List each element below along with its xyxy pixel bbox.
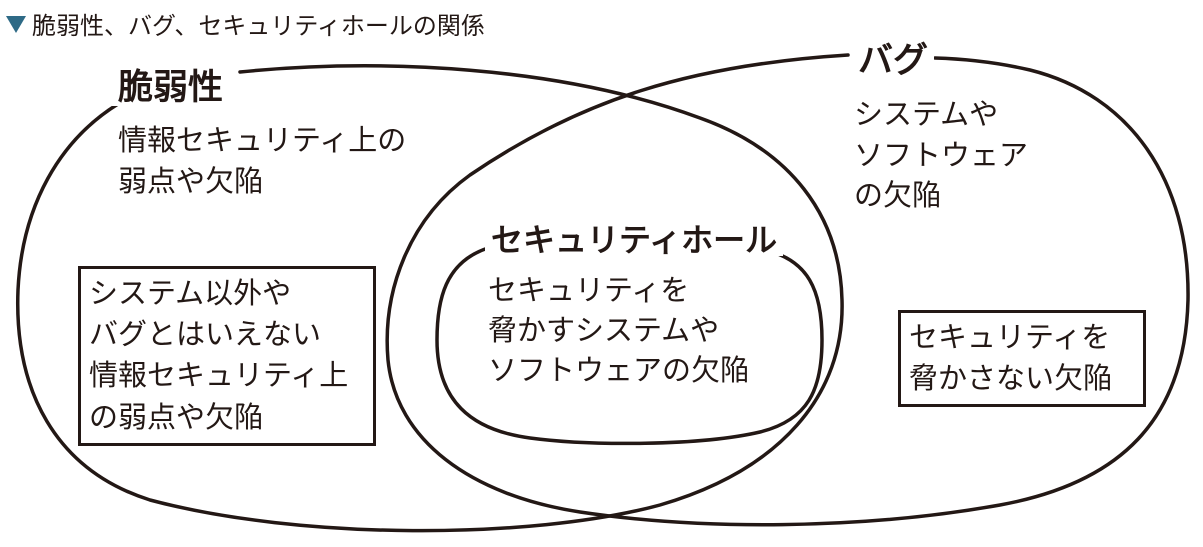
bug-outline [385,53,1190,527]
security-hole-description: セキュリティを 脅かすシステムや ソフトウェアの欠陥 [488,273,750,388]
figure-caption: 脆弱性、バグ、セキュリティホールの関係 [6,6,485,40]
vulnerability-description: 情報セキュリティ上の 弱点や欠陥 [118,123,407,198]
bug-title: バグ [852,44,935,79]
bug-description: システムや ソフトウェア の欠陥 [854,97,1029,213]
bug-only-box: セキュリティを 脅かさない欠陥 [898,310,1146,407]
caption-text: 脆弱性、バグ、セキュリティホールの関係 [32,11,485,40]
vulnerability-title: 脆弱性 [112,71,230,106]
security-hole-outline [435,246,824,446]
triangle-down-icon [6,15,26,33]
security-hole-title: セキュリティホール [485,224,784,256]
vulnerability-only-box: システム以外や バグとはいえない 情報セキュリティ上 の弱点や欠陥 [78,266,376,446]
vulnerability-outline [16,64,844,533]
